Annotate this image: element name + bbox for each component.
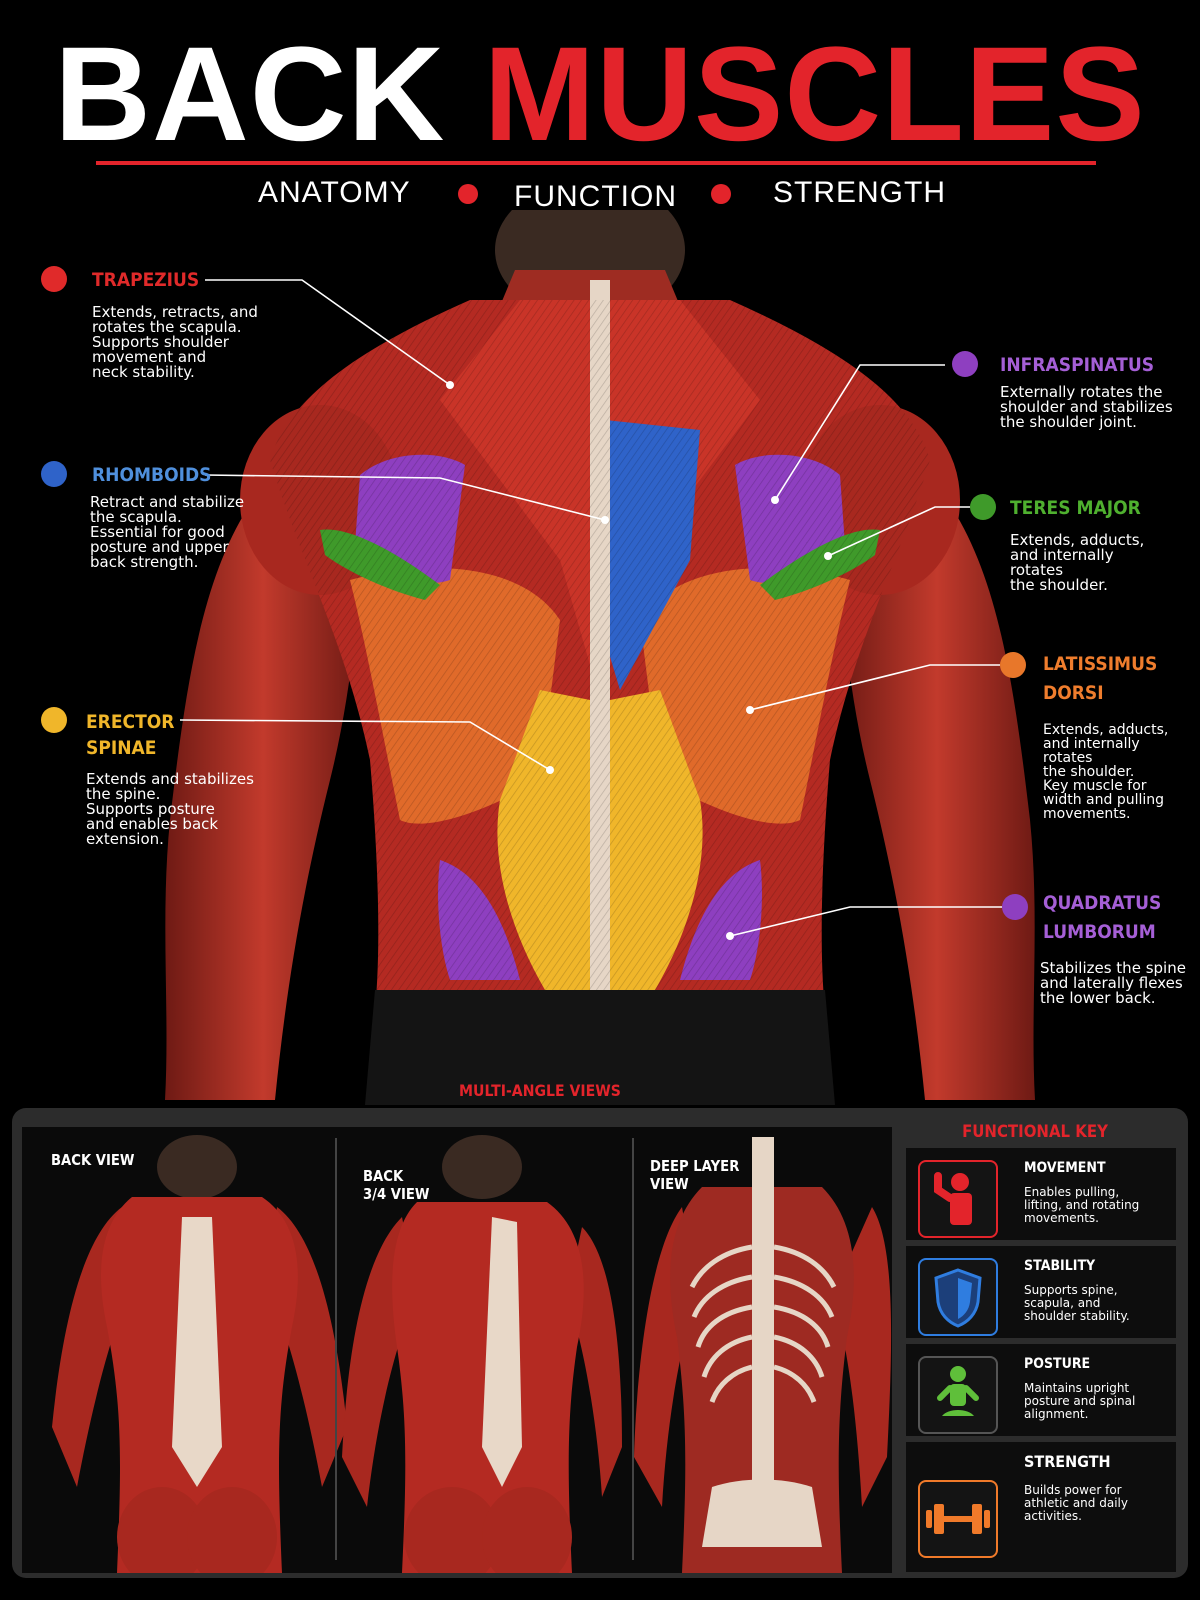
key-item-stability: STABILITY Supports spine, scapula, and s… [906, 1246, 1176, 1338]
left-arm [165, 450, 362, 1100]
back-view-figure [52, 1135, 347, 1573]
key-name-strength: STRENGTH [1024, 1452, 1111, 1471]
title-underline [96, 161, 1096, 165]
key-desc-posture: Maintains upright posture and spinal ali… [1024, 1381, 1136, 1421]
rhomboids-description: Retract and stabilize the scapula. Essen… [90, 493, 245, 571]
teres-major-leader-tip [824, 552, 832, 560]
shield-icon [918, 1258, 998, 1336]
right-arm [838, 450, 1035, 1100]
deep-layer-view-figure [634, 1137, 892, 1573]
erector-spinae-leader-line [179, 719, 551, 771]
quadratus-lumborum-leader-line [729, 906, 1002, 937]
view-illustrations [52, 1135, 892, 1573]
title-muscles: MUSCLES [483, 20, 1146, 169]
rhomboids-label: RHOMBOIDS [92, 464, 212, 486]
key-item-posture: POSTURE Maintains upright posture and sp… [906, 1344, 1176, 1436]
erector-spinae-marker [41, 707, 67, 733]
back-three-quarter-view-label: BACK 3/4 VIEW [363, 1167, 430, 1203]
rhomboids-marker [41, 461, 67, 487]
teres-major-marker [970, 494, 996, 520]
latissimus-leader-tip [746, 706, 754, 714]
dumbbell-icon [918, 1480, 998, 1558]
seated-person-icon [918, 1356, 998, 1434]
teres-major-leader-line [827, 506, 970, 557]
trapezius-marker [41, 266, 67, 292]
latissimus-dorsi-marker [1000, 652, 1026, 678]
view-divider [632, 1138, 634, 1560]
key-name-posture: POSTURE [1024, 1356, 1091, 1372]
back-three-quarter-view-figure [342, 1135, 622, 1573]
poster-title: BACK MUSCLES [0, 20, 1200, 170]
back-anatomy-illustration [165, 210, 1035, 1105]
teres-major-description: Extends, adducts, and internally rotates… [1010, 531, 1145, 594]
teres-major-label: TERES MAJOR [1010, 497, 1141, 519]
subtitle-strength: STRENGTH [773, 176, 946, 209]
rhomboids-leader-tip [601, 516, 609, 524]
infraspinatus-leader-tip [771, 496, 779, 504]
back-view-label: BACK VIEW [51, 1151, 135, 1169]
subtitle-anatomy: ANATOMY [258, 176, 411, 209]
erector-spinae-label: ERECTOR SPINAE [86, 711, 175, 759]
quadratus-lumborum-label: QUADRATUS LUMBORUM [1043, 892, 1162, 943]
subtitle-function: FUNCTION [514, 180, 677, 213]
trapezius-leader-line [205, 279, 451, 386]
muscle-fiber-texture [270, 300, 930, 1010]
latissimus-dorsi-description: Extends, adducts, and internally rotates… [1043, 722, 1169, 822]
infraspinatus-label: INFRASPINATUS [1000, 354, 1155, 376]
key-desc-movement: Enables pulling, lifting, and rotating m… [1024, 1185, 1140, 1225]
latissimus-dorsi-label: LATISSIMUS DORSI [1043, 653, 1158, 704]
quadratus-lumborum-description: Stabilizes the spine and laterally flexe… [1040, 959, 1186, 1007]
infraspinatus-marker [952, 351, 978, 377]
quadratus-lumborum-leader-tip [726, 932, 734, 940]
key-item-strength: STRENGTH Builds power for athletic and d… [906, 1442, 1176, 1572]
subtitle-bullet [458, 184, 478, 204]
functional-key-title: FUNCTIONAL KEY [962, 1122, 1108, 1142]
key-name-movement: MOVEMENT [1024, 1160, 1106, 1176]
trapezius-description: Extends, retracts, and rotates the scapu… [92, 303, 258, 381]
subtitle-bullet [711, 184, 731, 204]
key-desc-stability: Supports spine, scapula, and shoulder st… [1024, 1283, 1130, 1323]
trapezius-leader-tip [446, 381, 454, 389]
multi-angle-views-title: MULTI-ANGLE VIEWS [459, 1081, 621, 1100]
key-item-movement: MOVEMENT Enables pulling, lifting, and r… [906, 1148, 1176, 1240]
latissimus-leader-line [749, 664, 1000, 711]
trapezius-label: TRAPEZIUS [92, 269, 200, 291]
quadratus-lumborum-marker [1002, 894, 1028, 920]
rhomboids-leader-line [204, 474, 606, 521]
shorts [365, 990, 835, 1105]
multi-angle-views-area: BACK VIEW BACK 3/4 VIEW DEEP LAYER VIEW [22, 1127, 892, 1573]
view-divider [335, 1138, 337, 1560]
erector-spinae-leader-tip [546, 766, 554, 774]
erector-spinae-description: Extends and stabilizes the spine. Suppor… [86, 770, 254, 848]
deep-layer-view-label: DEEP LAYER VIEW [650, 1157, 740, 1193]
key-desc-strength: Builds power for athletic and daily acti… [1024, 1483, 1128, 1523]
key-name-stability: STABILITY [1024, 1258, 1096, 1274]
infraspinatus-leader-line [774, 364, 945, 501]
flexing-arm-icon [918, 1160, 998, 1238]
title-back: BACK [54, 20, 446, 169]
infraspinatus-description: Externally rotates the shoulder and stab… [1000, 383, 1173, 431]
